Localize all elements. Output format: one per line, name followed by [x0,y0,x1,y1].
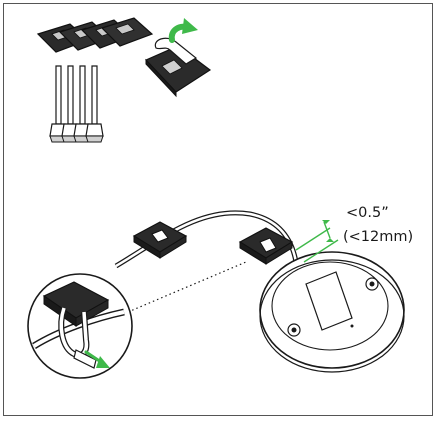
adhesive-cable-clip-icon [132,221,188,259]
callout-leader-line [127,261,247,313]
gap-dimension-marker [295,220,339,263]
cable-ties-group [49,65,104,143]
magnified-detail-circle [27,273,133,379]
cable-tie-icon [85,65,104,143]
adhesive-cable-clip-icon [238,227,294,265]
adhesive-cable-clip-icon [100,17,154,47]
adhesive-clips-strip [36,17,154,53]
gap-limit-metric: (<12mm) [343,229,414,245]
round-base-device-icon [259,251,405,373]
peel-adhesive-icon [144,18,212,98]
gap-limit-imperial: <0.5” [346,205,389,221]
